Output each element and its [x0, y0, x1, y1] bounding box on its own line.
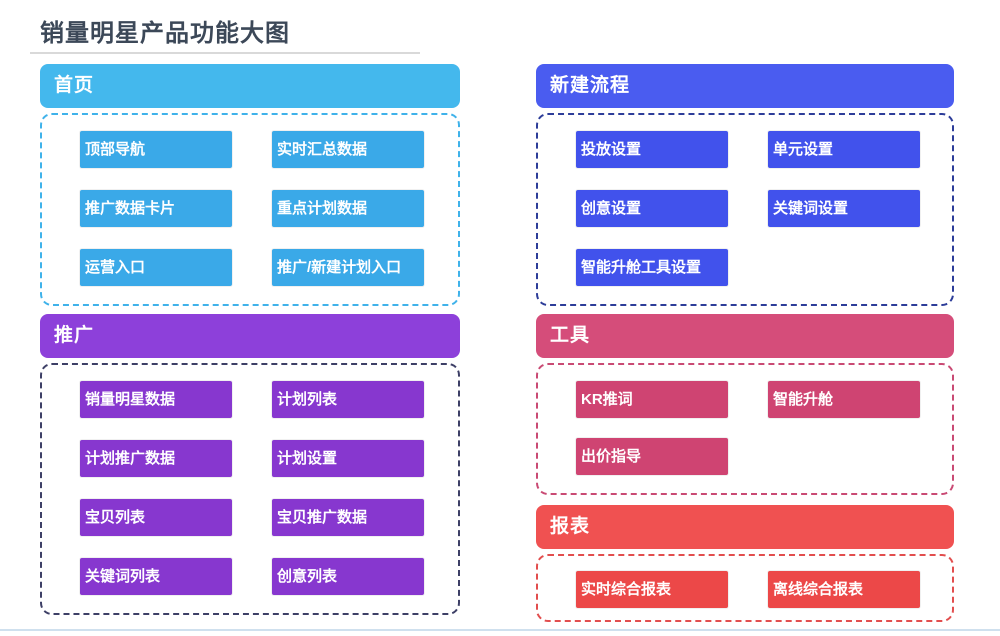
section-new-flow: 新建流程 投放设置 单元设置 创意设置 关键词设置 智能升舱工具设置	[536, 64, 954, 306]
section-panel-home: 顶部导航 实时汇总数据 推广数据卡片 重点计划数据 运营入口 推广/新建计划入口	[40, 113, 460, 306]
feature-item: 推广/新建计划入口	[272, 249, 424, 286]
section-header-tools: 工具	[536, 314, 954, 358]
feature-item: 计划推广数据	[80, 440, 232, 477]
section-tools: 工具 KR推词 智能升舱 出价指导	[536, 314, 954, 495]
feature-item: 出价指导	[576, 438, 728, 475]
feature-item: 实时综合报表	[576, 571, 728, 608]
section-header-promotion: 推广	[40, 314, 460, 358]
feature-item: 计划列表	[272, 381, 424, 418]
feature-item: 顶部导航	[80, 131, 232, 168]
title-underline	[30, 52, 420, 54]
right-column: 新建流程 投放设置 单元设置 创意设置 关键词设置 智能升舱工具设置 工具 KR…	[536, 64, 954, 630]
section-promotion: 推广 销量明星数据 计划列表 计划推广数据 计划设置 宝贝列表 宝贝推广数据 关…	[40, 314, 460, 615]
feature-item: 宝贝列表	[80, 499, 232, 536]
feature-item: 宝贝推广数据	[272, 499, 424, 536]
section-panel-promotion: 销量明星数据 计划列表 计划推广数据 计划设置 宝贝列表 宝贝推广数据 关键词列…	[40, 363, 460, 615]
left-column: 首页 顶部导航 实时汇总数据 推广数据卡片 重点计划数据 运营入口 推广/新建计…	[40, 64, 460, 623]
slide-bottom-edge	[0, 629, 1000, 631]
feature-item: 销量明星数据	[80, 381, 232, 418]
section-header-home: 首页	[40, 64, 460, 108]
feature-item: 实时汇总数据	[272, 131, 424, 168]
feature-item: KR推词	[576, 381, 728, 418]
section-header-reports: 报表	[536, 505, 954, 549]
section-panel-tools: KR推词 智能升舱 出价指导	[536, 363, 954, 495]
section-panel-reports: 实时综合报表 离线综合报表	[536, 554, 954, 622]
feature-item: 推广数据卡片	[80, 190, 232, 227]
feature-item: 离线综合报表	[768, 571, 920, 608]
feature-item: 关键词列表	[80, 558, 232, 595]
feature-item: 创意列表	[272, 558, 424, 595]
section-header-new-flow: 新建流程	[536, 64, 954, 108]
section-panel-new-flow: 投放设置 单元设置 创意设置 关键词设置 智能升舱工具设置	[536, 113, 954, 306]
feature-item: 创意设置	[576, 190, 728, 227]
feature-item: 智能升舱	[768, 381, 920, 418]
feature-item: 运营入口	[80, 249, 232, 286]
feature-item: 重点计划数据	[272, 190, 424, 227]
feature-item: 智能升舱工具设置	[576, 249, 728, 286]
feature-item: 单元设置	[768, 131, 920, 168]
section-reports: 报表 实时综合报表 离线综合报表	[536, 505, 954, 622]
feature-item: 投放设置	[576, 131, 728, 168]
page-title: 销量明星产品功能大图	[40, 20, 290, 47]
feature-item: 计划设置	[272, 440, 424, 477]
feature-item: 关键词设置	[768, 190, 920, 227]
section-home: 首页 顶部导航 实时汇总数据 推广数据卡片 重点计划数据 运营入口 推广/新建计…	[40, 64, 460, 306]
